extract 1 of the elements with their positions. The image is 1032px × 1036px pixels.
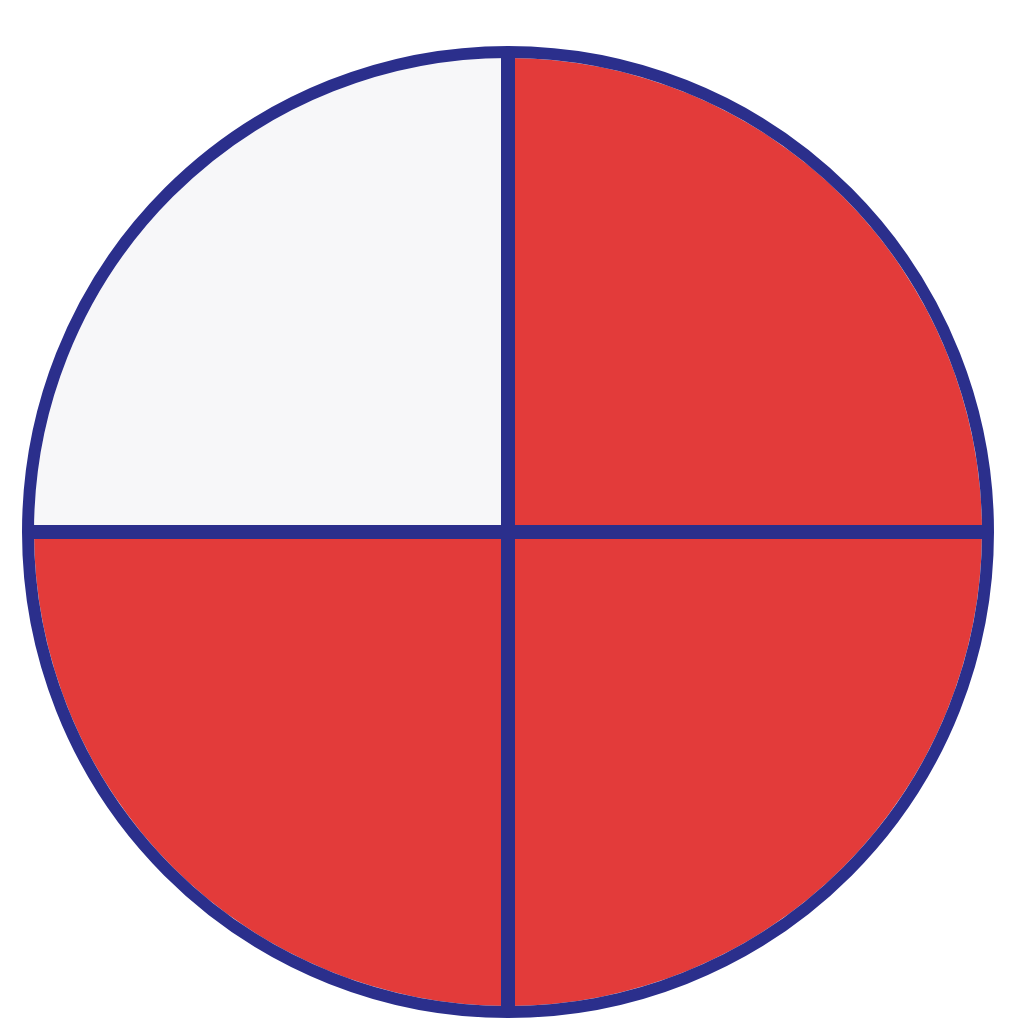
circle-drawing	[22, 46, 994, 1018]
